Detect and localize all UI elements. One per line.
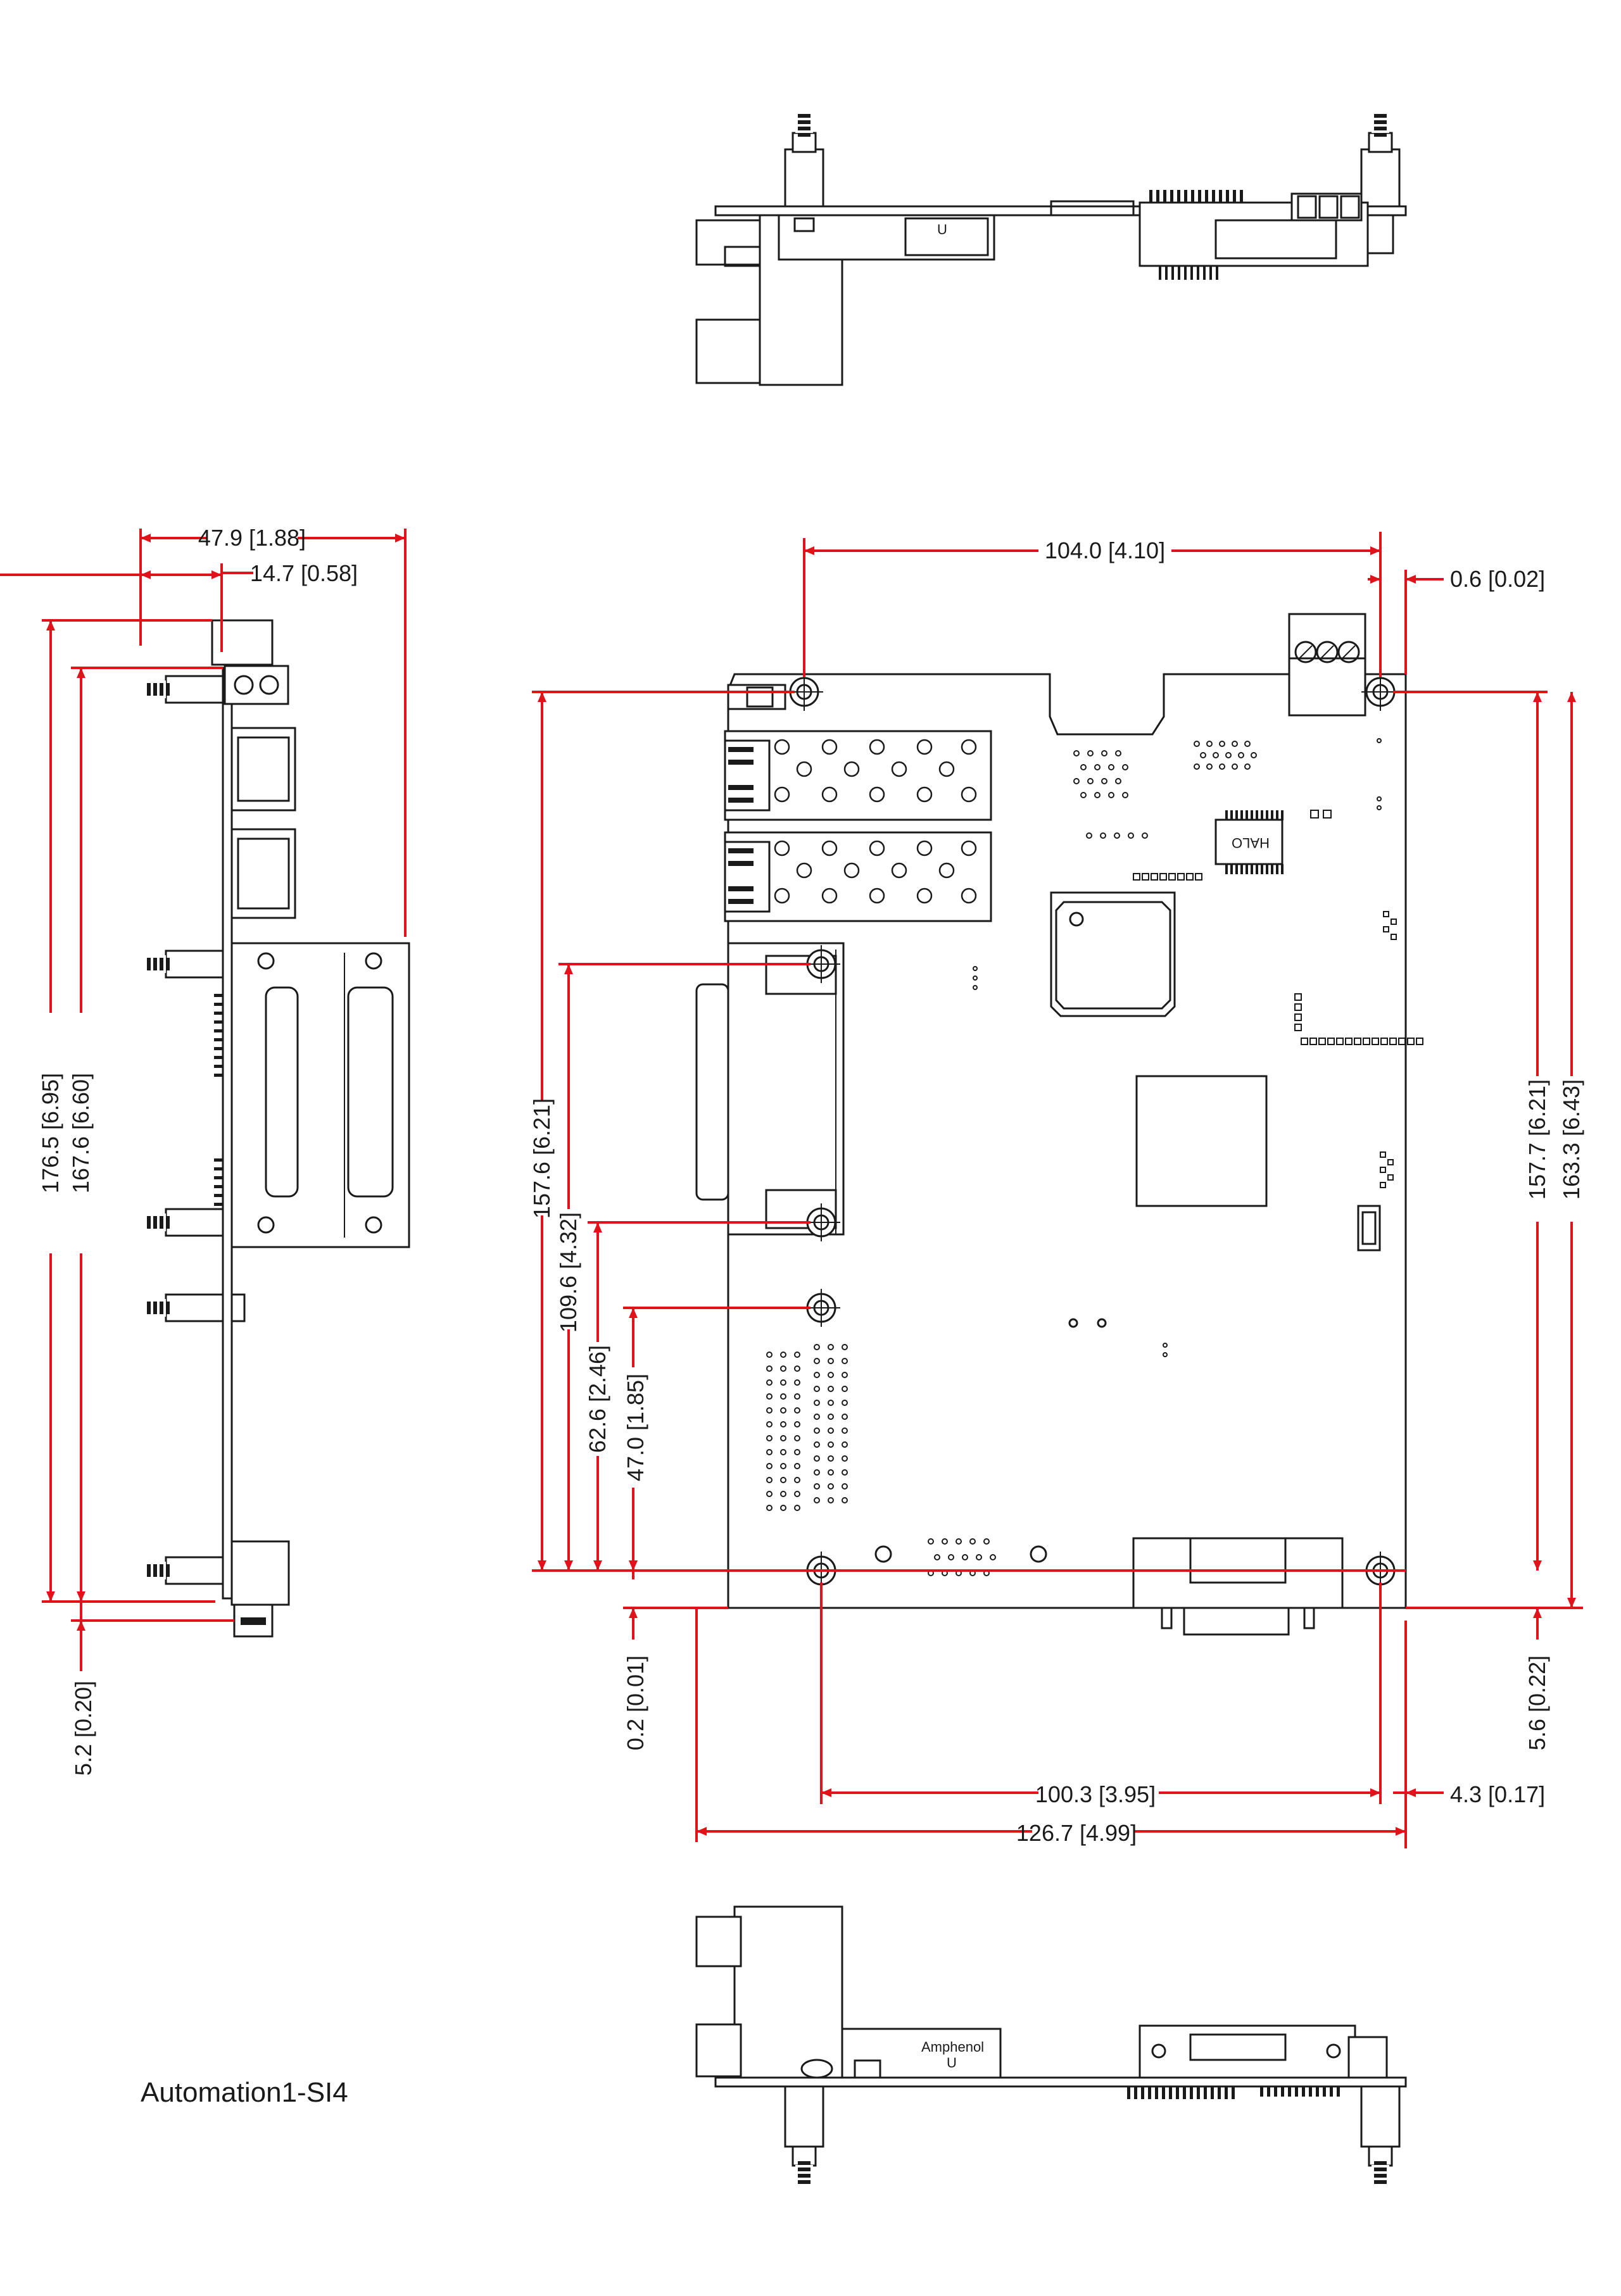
- bottom-connector: [1132, 1537, 1344, 1636]
- terminal-block: [1288, 613, 1366, 717]
- dim-left-hole-lower: 62.6 [2.46]: [584, 1345, 610, 1453]
- dim-left-hole-mid: 109.6 [4.32]: [555, 1212, 581, 1333]
- board-plan-view: HALO: [695, 613, 1423, 1636]
- db-connector: [695, 942, 845, 1236]
- dim-right-bottom-offset: 5.6 [0.22]: [1524, 1655, 1550, 1750]
- dim-side-height-board: 167.6 [6.60]: [68, 1073, 94, 1193]
- square-ic: [1135, 1075, 1268, 1207]
- svg-text:U: U: [947, 2055, 957, 2071]
- halo-label: HALO: [1232, 835, 1270, 851]
- left-side-view: [147, 619, 410, 1638]
- dim-bottom-right-offset: 4.3 [0.17]: [1450, 1781, 1545, 1807]
- dimension-lines: [0, 529, 1583, 1848]
- dim-top-right-offset: 0.6 [0.02]: [1450, 566, 1545, 592]
- dim-left-hole-top: 157.6 [6.21]: [529, 1098, 555, 1219]
- dim-side-height-overall: 176.5 [6.95]: [37, 1073, 63, 1193]
- halo-transformer: HALO: [1214, 819, 1284, 865]
- dim-side-width-overall: 47.9 [1.88]: [198, 525, 306, 551]
- top-edge-view: U: [695, 114, 1407, 386]
- dim-right-board-height: 163.3 [6.43]: [1558, 1079, 1584, 1200]
- processor-chip: [1050, 891, 1176, 1017]
- bottom-edge-view: Amphenol U: [695, 1905, 1407, 2184]
- dim-side-width-partial: 14.7 [0.58]: [250, 560, 358, 586]
- drawing-title: Automation1-SI4: [141, 2077, 348, 2108]
- dim-side-bottom-offset: 5.2 [0.20]: [70, 1681, 96, 1776]
- dim-right-hole-height: 157.7 [6.21]: [1524, 1079, 1550, 1200]
- amphenol-label: Amphenol: [921, 2039, 984, 2055]
- dim-bottom-hole-spacing: 100.3 [3.95]: [1035, 1781, 1156, 1807]
- svg-text:U: U: [937, 222, 947, 237]
- dim-left-hole-low: 47.0 [1.85]: [622, 1374, 648, 1481]
- dim-left-bottom-offset: 0.2 [0.01]: [622, 1655, 648, 1750]
- dim-top-hole-spacing: 104.0 [4.10]: [1045, 537, 1165, 563]
- dim-board-width: 126.7 [4.99]: [1016, 1820, 1137, 1846]
- dimension-labels: 47.9 [1.88] 14.7 [0.58] 176.5 [6.95] 167…: [37, 525, 1584, 1846]
